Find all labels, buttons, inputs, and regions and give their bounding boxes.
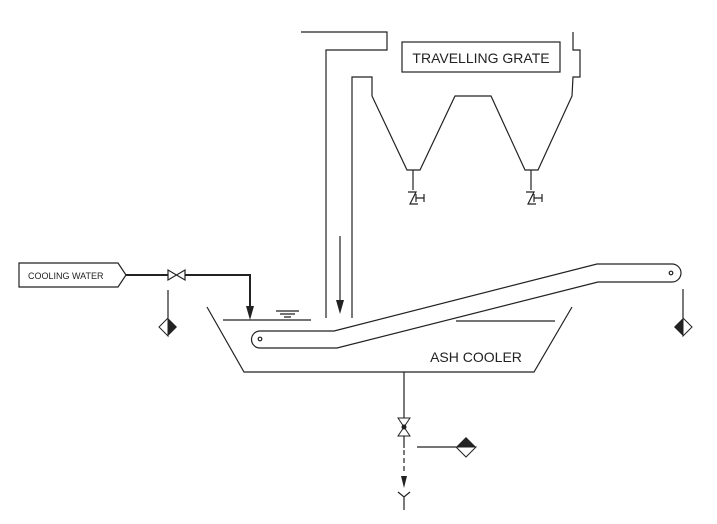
feed-duct (301, 31, 388, 318)
cooling-water-inlet: COOLING WATER (18, 262, 127, 288)
pulley-icon (257, 336, 263, 342)
cooling-water-label: COOLING WATER (28, 271, 104, 281)
cooling-water-pipe (126, 274, 251, 308)
level-indicator-right-icon (674, 316, 693, 338)
arrow-head-icon (246, 306, 254, 320)
ash-cooler-label: ASH COOLER (430, 349, 522, 365)
travelling-grate-label: TRAVELLING GRATE (412, 50, 549, 66)
arrow-head-icon (401, 476, 407, 488)
drain-outlet-icon (397, 491, 411, 510)
ash-cooler-tank (206, 306, 573, 373)
drag-chain-conveyor (250, 263, 682, 349)
grate-hoppers (371, 32, 581, 171)
gate-valve-icon[interactable] (167, 268, 186, 282)
drain-valve-icon[interactable] (397, 417, 411, 437)
arrow-head-icon (336, 300, 344, 314)
water-level-icon (276, 310, 299, 318)
hopper-valve-1 (408, 170, 425, 205)
level-indicator-bottom-icon (454, 437, 478, 458)
travelling-grate-label-box: TRAVELLING GRATE (401, 41, 561, 73)
level-indicator-left-icon (158, 316, 177, 338)
hopper-valve-2 (526, 170, 543, 205)
pulley-icon (668, 270, 674, 276)
